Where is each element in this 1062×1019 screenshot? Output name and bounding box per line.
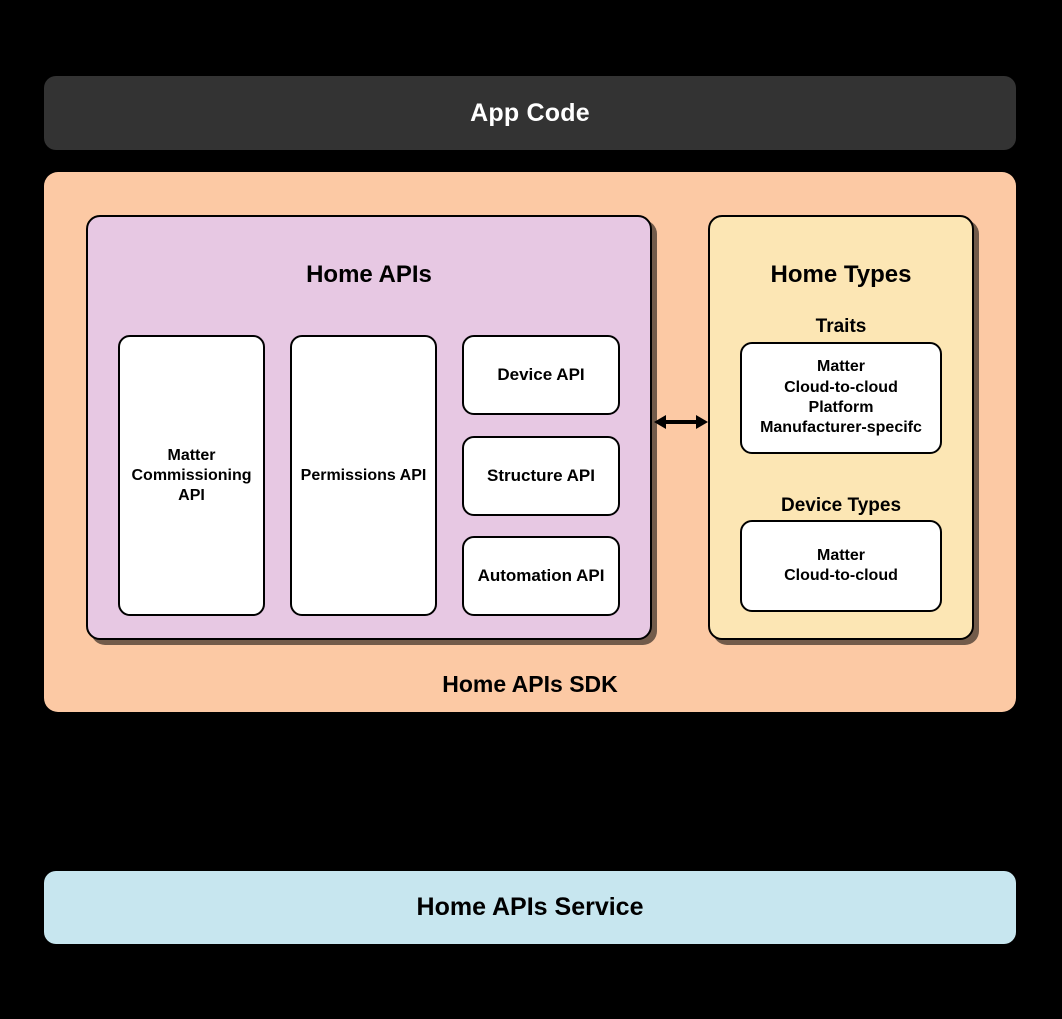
device-api-label: Device API — [497, 365, 585, 384]
permissions-api-label: Permissions API — [300, 466, 427, 484]
home-apis-service-label: Home APIs Service — [416, 893, 644, 921]
home-apis-service-block: Home APIs Service — [44, 871, 1016, 944]
structure-api-label: Structure API — [486, 465, 595, 485]
app-code-label: App Code — [470, 98, 590, 127]
device-types-heading: Device Types — [780, 495, 902, 516]
automation-api-box: Automation API — [462, 536, 620, 616]
api-stack-column: Device API Structure API Automation API — [462, 335, 620, 616]
app-code-block: App Code — [44, 76, 1016, 150]
traits-heading: Traits — [815, 316, 867, 337]
automation-api-label: Automation API — [477, 566, 605, 585]
structure-api-box: Structure API — [462, 435, 620, 516]
double-headed-arrow-icon — [654, 415, 708, 429]
permissions-api-box: Permissions API — [290, 335, 437, 616]
device-api-box: Device API — [462, 335, 620, 415]
home-apis-sdk-label: Home APIs SDK — [442, 671, 618, 697]
home-apis-title: Home APIs — [306, 261, 432, 288]
home-types-title: Home Types — [770, 261, 912, 288]
